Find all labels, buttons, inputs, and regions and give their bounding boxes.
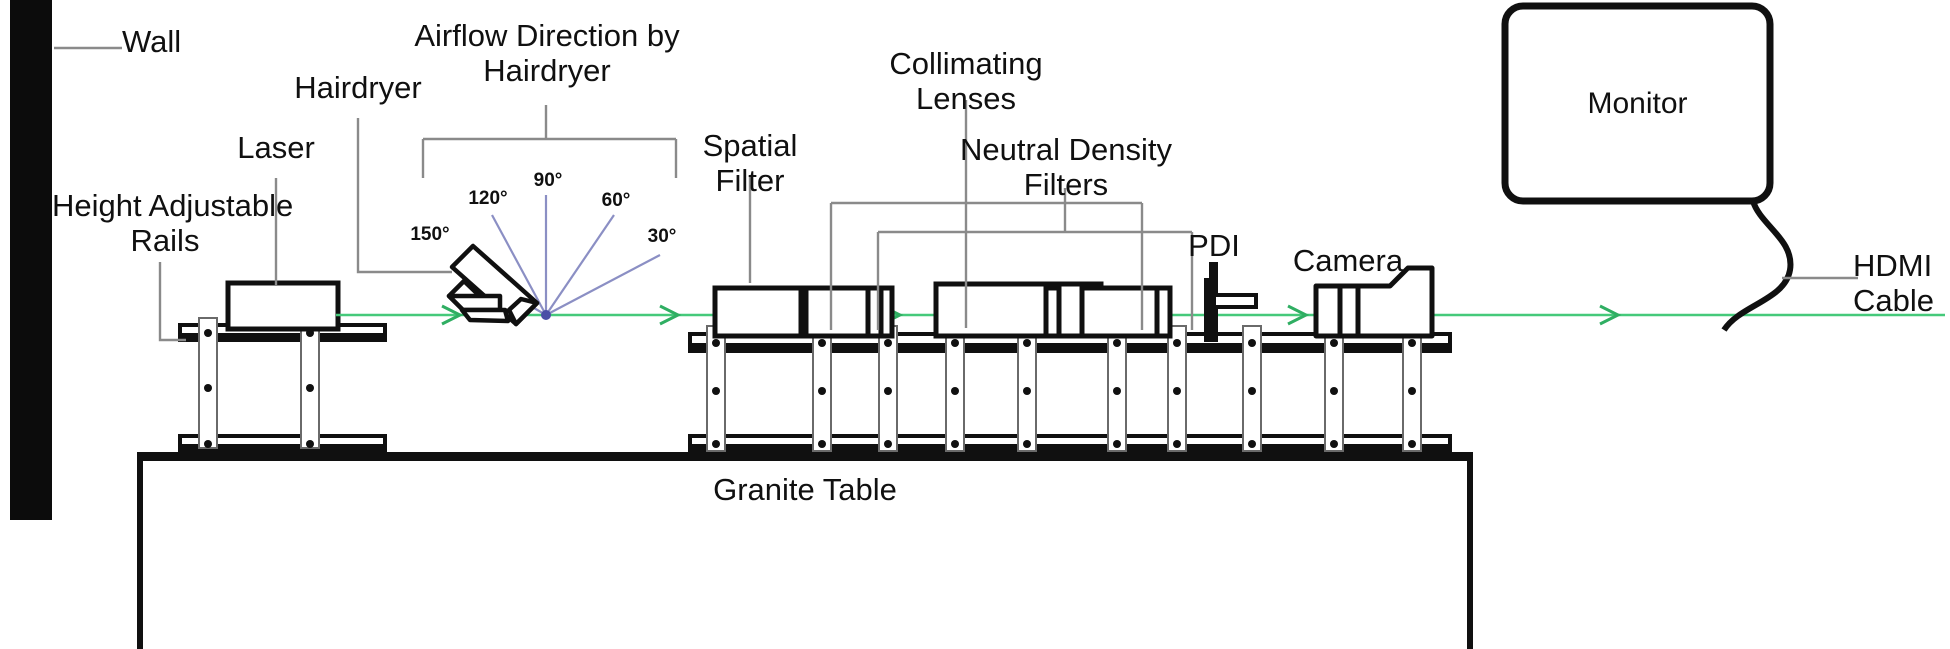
label-hdmi-cable: HDMI Cable xyxy=(1853,248,1934,319)
camera-shape xyxy=(1313,265,1435,339)
label-height-adjustable-rails: Height Adjustable Rails xyxy=(52,188,294,259)
leader-lines xyxy=(54,46,1858,342)
hdmi-cable-shape xyxy=(1721,199,1794,332)
label-airflow-direction: Airflow Direction by Hairdryer xyxy=(414,18,680,89)
angle-label-120: 120° xyxy=(468,188,508,209)
granite-table-shape xyxy=(137,452,1473,649)
pdi-shape xyxy=(1204,262,1258,342)
label-neutral-density-filters: Neutral Density Filters xyxy=(960,132,1172,203)
angle-label-60: 60° xyxy=(601,190,631,211)
label-granite-table: Granite Table xyxy=(713,472,897,507)
wall-shape xyxy=(10,0,52,520)
collimating-lens-shape xyxy=(933,281,1104,339)
angle-label-90: 90° xyxy=(533,170,563,191)
label-laser: Laser xyxy=(237,130,315,165)
angle-label-30: 30° xyxy=(647,226,677,247)
label-collimating-lenses: Collimating Lenses xyxy=(889,46,1043,117)
label-hairdryer: Hairdryer xyxy=(294,70,422,105)
spatial-filter-shape xyxy=(712,285,895,339)
label-spatial-filter: Spatial Filter xyxy=(702,128,798,199)
label-wall: Wall xyxy=(122,24,182,59)
neutral-density-filter-plate-1 xyxy=(1043,285,1062,339)
neutral-density-filter-plate-2 xyxy=(1154,285,1173,339)
hairdryer-shape xyxy=(446,243,540,327)
label-camera: Camera xyxy=(1292,243,1404,278)
label-monitor: Monitor xyxy=(1587,87,1688,120)
left-rail-assembly xyxy=(178,280,387,452)
bench-posts xyxy=(706,325,1422,452)
label-pdi: PDI xyxy=(1188,228,1240,263)
neutral-density-filter-shape xyxy=(1079,285,1168,339)
monitor-shape xyxy=(1501,2,1774,205)
airflow-apex-point xyxy=(541,310,551,320)
angle-label-150: 150° xyxy=(410,224,450,245)
